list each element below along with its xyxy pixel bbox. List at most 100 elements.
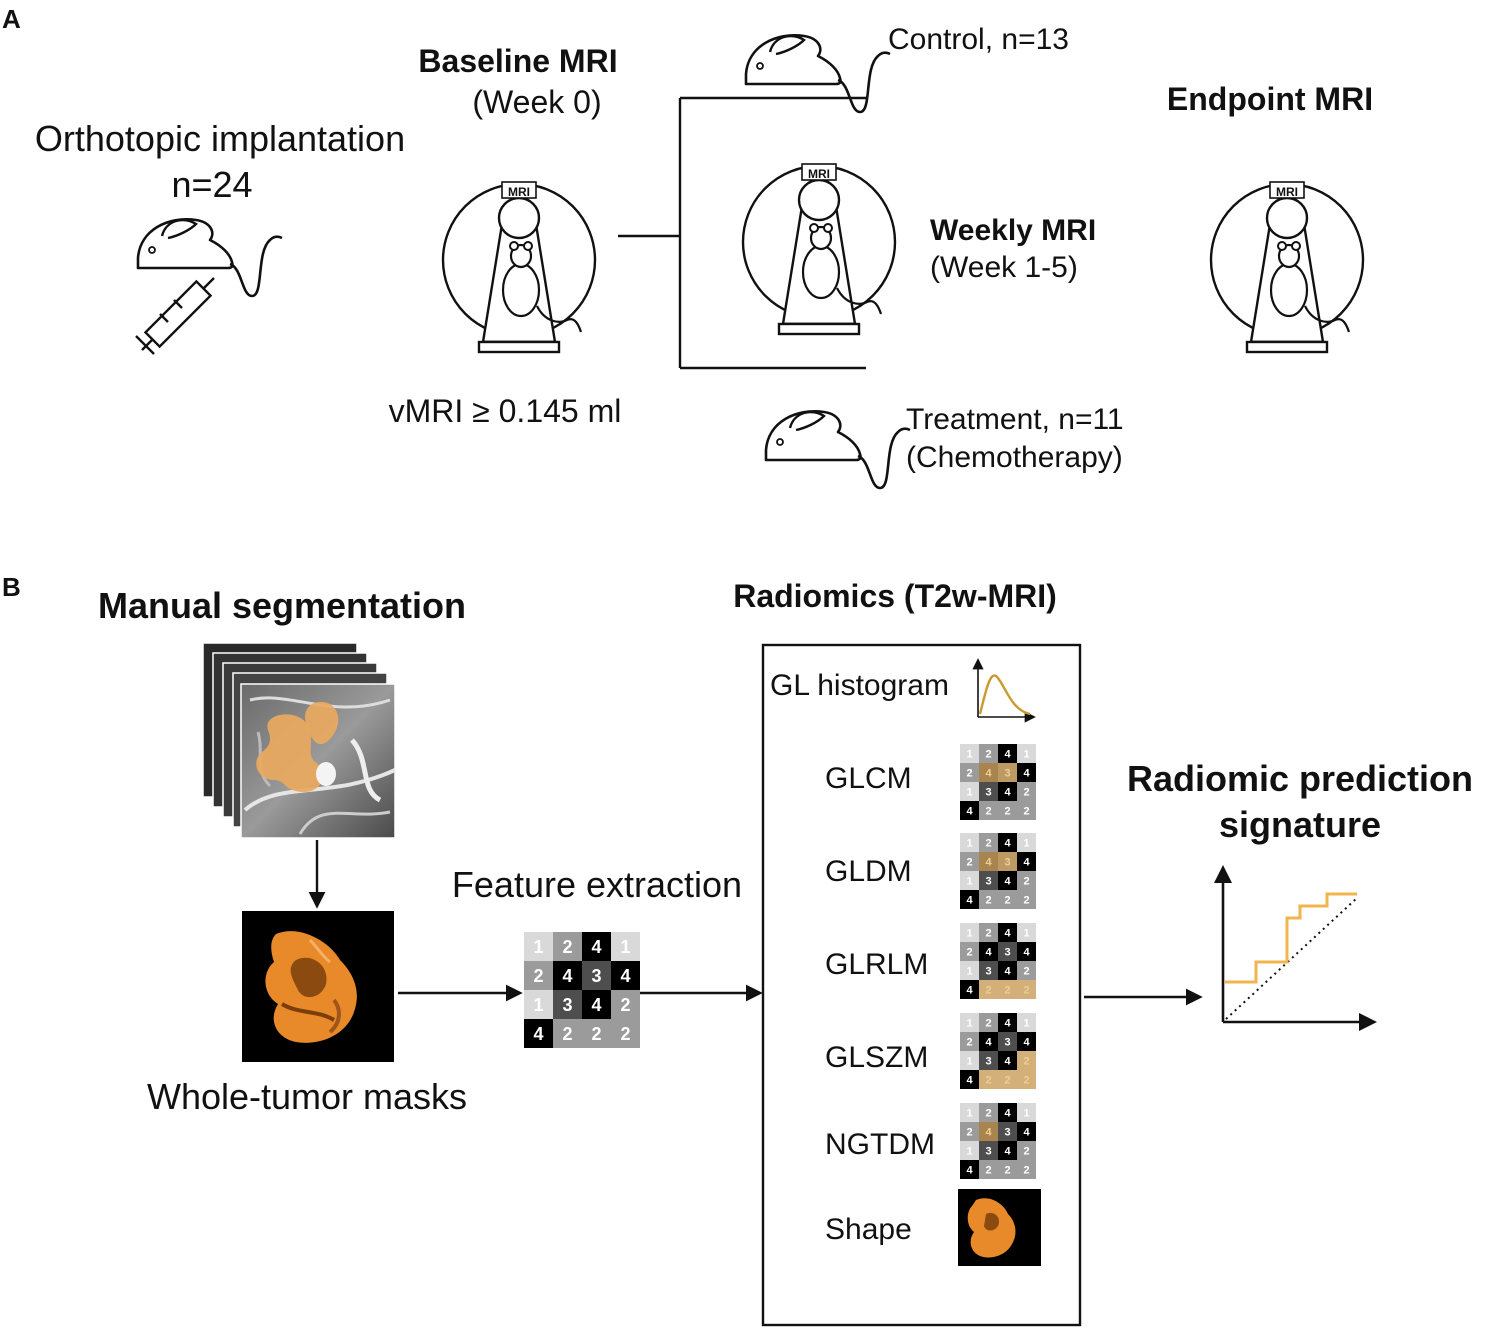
matrix-cell-value: 3 xyxy=(562,995,572,1015)
matrix-cell-value: 2 xyxy=(1023,1164,1029,1176)
matrix-cell-value: 4 xyxy=(1004,1055,1011,1067)
matrix-cell-value: 2 xyxy=(985,805,991,817)
matrix-cell xyxy=(960,744,979,763)
treatment-type: (Chemotherapy) xyxy=(906,441,1123,474)
matrix-cell xyxy=(1017,801,1036,820)
matrix-cell-value: 4 xyxy=(1004,1107,1011,1119)
control-mouse-icon xyxy=(744,34,892,114)
matrix-cell xyxy=(998,1013,1017,1032)
matrix-cell xyxy=(960,980,979,999)
matrix-cell-value: 1 xyxy=(966,748,972,760)
implant-n: n=24 xyxy=(171,164,252,205)
matrix-cell-value: 2 xyxy=(966,856,972,868)
matrix-cell-value: 1 xyxy=(1023,837,1029,849)
matrix-cell-value: 1 xyxy=(533,995,543,1015)
matrix-cell xyxy=(1017,763,1036,782)
histogram-icon xyxy=(972,658,1036,723)
matrix-cell xyxy=(998,744,1017,763)
matrix-cell xyxy=(998,1141,1017,1160)
matrix-cell xyxy=(960,942,979,961)
tumor-segmentation-overlay xyxy=(256,714,324,792)
matrix-cell-value: 2 xyxy=(1004,805,1010,817)
matrix-cell xyxy=(998,1032,1017,1051)
matrix-cell-value: 3 xyxy=(1004,946,1010,958)
matrix-cell xyxy=(998,782,1017,801)
extraction-label: Feature extraction xyxy=(452,864,742,905)
matrix-cell-value: 1 xyxy=(966,1107,972,1119)
matrix-cell-value: 4 xyxy=(985,1036,992,1048)
matrix-cell-value: 2 xyxy=(985,927,991,939)
matrix-cell-value: 3 xyxy=(985,875,991,887)
implant-mouse-icon xyxy=(136,218,284,298)
shape-tumor-icon xyxy=(958,1189,1041,1266)
matrix-cell xyxy=(611,961,640,990)
matrix-cell xyxy=(582,1019,611,1048)
matrix-cell-value: 3 xyxy=(985,1055,991,1067)
matrix-cell xyxy=(1017,1013,1036,1032)
matrix-cell-value: 2 xyxy=(1023,875,1029,887)
matrix-highlight xyxy=(979,852,1017,871)
matrix-cell xyxy=(1017,1141,1036,1160)
matrix-cell xyxy=(979,782,998,801)
roc-curve-icon xyxy=(1213,864,1378,1032)
feature-glszm: GLSZM xyxy=(825,1041,928,1074)
mri-slice-stack xyxy=(202,642,396,839)
matrix-cell xyxy=(998,833,1017,852)
endpoint-scanner-icon: MRI xyxy=(1209,180,1365,354)
matrix-cell-value: 1 xyxy=(1023,1017,1029,1029)
signature-line2: signature xyxy=(1219,804,1381,845)
matrix-cell-value: 1 xyxy=(966,837,972,849)
tumor-mask-3d-image xyxy=(242,911,394,1062)
group-split-lines xyxy=(618,96,866,370)
matrix-cell xyxy=(611,990,640,1019)
matrix-cell-value: 2 xyxy=(985,1107,991,1119)
matrix-cell-value: 3 xyxy=(1004,1036,1010,1048)
matrix-cell-value: 2 xyxy=(533,966,543,986)
matrix-cell-value: 4 xyxy=(591,995,601,1015)
matrix-cell xyxy=(960,1141,979,1160)
treatment-mouse-icon xyxy=(764,410,912,490)
matrix-cell-value: 4 xyxy=(1023,856,1030,868)
matrix-cell-value: 2 xyxy=(620,1024,630,1044)
matrix-cell xyxy=(582,961,611,990)
treatment-group: Treatment, n=11 xyxy=(906,403,1124,436)
matrix-cell-value: 2 xyxy=(620,995,630,1015)
matrix-cell xyxy=(524,961,553,990)
matrix-cell xyxy=(553,961,582,990)
matrix-cell xyxy=(1017,1103,1036,1122)
matrix-cell xyxy=(998,1160,1017,1179)
matrix-cell xyxy=(998,942,1017,961)
matrix-cell-value: 2 xyxy=(966,946,972,958)
control-group: Control, n=13 xyxy=(888,23,1069,56)
feature-glcm: GLCM xyxy=(825,762,912,795)
matrix-cell-value: 4 xyxy=(562,966,572,986)
segmentation-title: Manual segmentation xyxy=(98,585,466,626)
matrix-cell xyxy=(998,1103,1017,1122)
matrix-cell xyxy=(960,1051,979,1070)
matrix-cell xyxy=(979,801,998,820)
matrix-cell-value: 1 xyxy=(966,1055,972,1067)
matrix-cell-value: 2 xyxy=(1023,965,1029,977)
matrix-cell-value: 1 xyxy=(966,875,972,887)
matrix-cell xyxy=(1017,1160,1036,1179)
signature-line1: Radiomic prediction xyxy=(1127,758,1473,799)
matrix-cell xyxy=(1017,890,1036,909)
matrix-highlight xyxy=(979,1070,1036,1089)
matrix-cell xyxy=(979,1051,998,1070)
matrix-cell xyxy=(979,1141,998,1160)
matrix-cell-value: 1 xyxy=(966,786,972,798)
matrix-cell xyxy=(979,744,998,763)
matrix-cell xyxy=(979,942,998,961)
matrix-cell-value: 3 xyxy=(591,966,601,986)
matrix-highlight xyxy=(979,763,1017,782)
matrix-cell-value: 2 xyxy=(1023,1145,1029,1157)
weekly-title: Weekly MRI xyxy=(930,214,1096,247)
matrix-cell-value: 4 xyxy=(1004,1017,1011,1029)
vmri-criterion: vMRI ≥ 0.145 ml xyxy=(389,393,622,429)
matrix-cell-value: 4 xyxy=(966,805,973,817)
baseline-week: (Week 0) xyxy=(472,84,601,120)
matrix-cell xyxy=(998,1122,1017,1141)
matrix-cell xyxy=(979,961,998,980)
